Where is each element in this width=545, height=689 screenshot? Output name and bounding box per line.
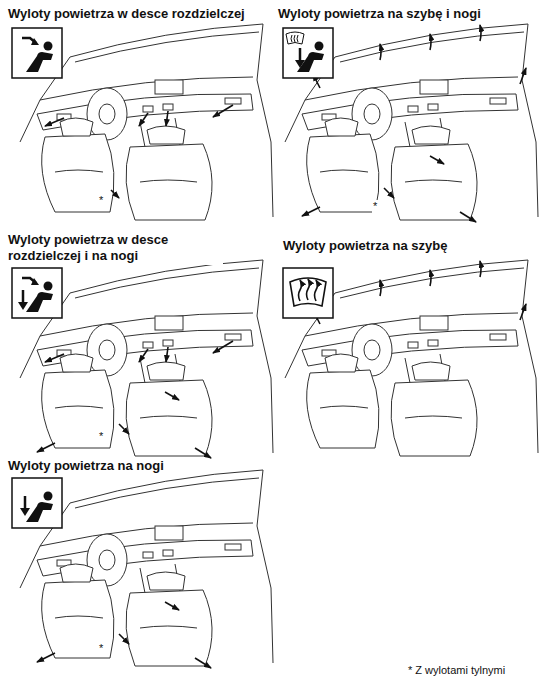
footnote-mark: * bbox=[372, 200, 378, 214]
mode-icon bbox=[12, 268, 62, 318]
panel-heading: Wyloty powietrza na nogi bbox=[8, 458, 164, 474]
footnote: * Z wylotami tylnymi bbox=[408, 664, 505, 678]
footnote-mark: * bbox=[98, 194, 104, 208]
panel-heading: Wyloty powietrza w desce rozdzielczej i … bbox=[8, 232, 223, 265]
footnote-mark: * bbox=[98, 430, 104, 444]
panel-heading: Wyloty powietrza na szybę i nogi bbox=[278, 6, 481, 22]
mode-icon bbox=[12, 28, 62, 78]
panel-heading: Wyloty powietrza na szybę bbox=[283, 238, 447, 254]
panel-heading: Wyloty powietrza w desce rozdzielczej bbox=[8, 6, 245, 22]
mode-icon bbox=[12, 478, 62, 528]
mode-icon bbox=[283, 28, 333, 78]
footnote-mark: * bbox=[98, 642, 104, 656]
mode-icon bbox=[283, 268, 333, 318]
